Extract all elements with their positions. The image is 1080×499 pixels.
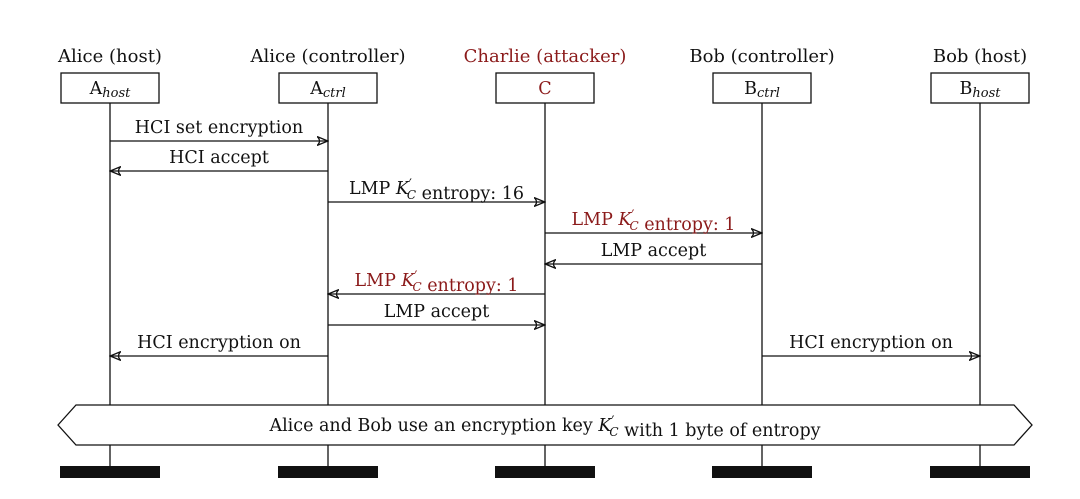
key-subscript: C xyxy=(629,219,638,233)
message-label: HCI encryption on xyxy=(789,333,953,353)
message-label: LMP accept xyxy=(384,302,490,322)
label-text: LMP xyxy=(572,210,619,230)
message-label: LMP K′C entropy: 1 xyxy=(572,208,736,235)
key-prime: ′ xyxy=(632,208,635,223)
participant-box-label: Ahost xyxy=(89,79,132,101)
message-6: LMP K′C entropy: 1 xyxy=(328,269,545,296)
participant-box-label: C xyxy=(538,79,551,99)
participant-title: Alice (controller) xyxy=(250,46,406,67)
label-text: entropy: 1 xyxy=(639,215,736,235)
message-7: LMP accept xyxy=(328,302,545,325)
message-1: HCI set encryption xyxy=(110,118,328,141)
message-label: HCI set encryption xyxy=(135,118,303,138)
key-symbol: K xyxy=(617,210,632,230)
key-prime: ′ xyxy=(415,269,418,284)
message-label: LMP K′C entropy: 16 xyxy=(349,177,524,204)
key-subscript: C xyxy=(407,188,416,202)
key-prime: ′ xyxy=(409,177,412,192)
message-label: HCI encryption on xyxy=(137,333,301,353)
label-text: HCI set encryption xyxy=(135,118,303,138)
participant-box-label: Bhost xyxy=(960,79,1002,101)
label-text: HCI accept xyxy=(169,148,269,168)
lifeline-end-bar xyxy=(930,466,1030,478)
message-label: LMP accept xyxy=(601,241,707,261)
participant-box xyxy=(930,72,1030,104)
label-text: Alice and Bob use an encryption key xyxy=(268,416,598,436)
box-subscript: ctrl xyxy=(757,86,780,101)
participant-box-label: Actrl xyxy=(309,79,346,101)
participant-box xyxy=(60,72,160,104)
message-label: LMP K′C entropy: 1 xyxy=(355,269,519,296)
label-text: LMP xyxy=(355,271,402,291)
participant-title: Alice (host) xyxy=(57,46,162,67)
label-text: with 1 byte of entropy xyxy=(619,421,821,441)
lifeline-end-bar xyxy=(60,466,160,478)
label-text: entropy: 1 xyxy=(422,276,519,296)
participant-c: Charlie (attacker) C xyxy=(464,46,627,104)
participant-a_ctrl: Alice (controller) Actrl xyxy=(250,46,406,104)
box-main-letter: C xyxy=(538,79,551,99)
participant-box xyxy=(712,72,812,104)
label-text: HCI encryption on xyxy=(137,333,301,353)
box-main-letter: A xyxy=(89,79,103,99)
label-text: LMP accept xyxy=(384,302,490,322)
label-text: HCI encryption on xyxy=(789,333,953,353)
key-prime: ′ xyxy=(611,414,614,429)
lifeline-end-bar xyxy=(278,466,378,478)
lifeline-end-bar xyxy=(495,466,595,478)
message-label: HCI accept xyxy=(169,148,269,168)
message-2: HCI accept xyxy=(110,148,328,171)
message-4: LMP K′C entropy: 1 xyxy=(545,208,762,235)
label-text: LMP xyxy=(349,179,396,199)
label-text: entropy: 16 xyxy=(416,184,524,204)
participant-title: Bob (host) xyxy=(933,46,1027,67)
message-5: LMP accept xyxy=(545,241,762,264)
box-subscript: ctrl xyxy=(323,86,346,101)
label-text: LMP accept xyxy=(601,241,707,261)
participant-title: Bob (controller) xyxy=(689,46,834,67)
box-subscript: host xyxy=(972,86,1001,101)
participant-b_ctrl: Bob (controller) Bctrl xyxy=(689,46,835,104)
participant-box xyxy=(278,72,378,104)
key-symbol: K xyxy=(395,179,410,199)
message-9: HCI encryption on xyxy=(762,333,980,356)
key-subscript: C xyxy=(609,425,618,439)
box-main-letter: A xyxy=(309,79,323,99)
message-8: HCI encryption on xyxy=(110,333,328,356)
box-main-letter: B xyxy=(960,79,973,99)
key-symbol: K xyxy=(597,416,612,436)
participant-a_host: Alice (host) Ahost xyxy=(57,46,162,104)
conclusion-banner xyxy=(57,404,1033,446)
key-symbol: K xyxy=(400,271,415,291)
participant-box xyxy=(495,72,595,104)
participant-b_host: Bob (host) Bhost xyxy=(930,46,1030,104)
participant-title: Charlie (attacker) xyxy=(464,46,627,67)
box-main-letter: B xyxy=(744,79,757,99)
lifeline-end-bar xyxy=(712,466,812,478)
participant-box-label: Bctrl xyxy=(744,79,780,101)
conclusion-text: Alice and Bob use an encryption key K′C … xyxy=(268,414,820,441)
message-3: LMP K′C entropy: 16 xyxy=(328,177,545,204)
key-subscript: C xyxy=(412,280,421,294)
box-subscript: host xyxy=(102,86,131,101)
